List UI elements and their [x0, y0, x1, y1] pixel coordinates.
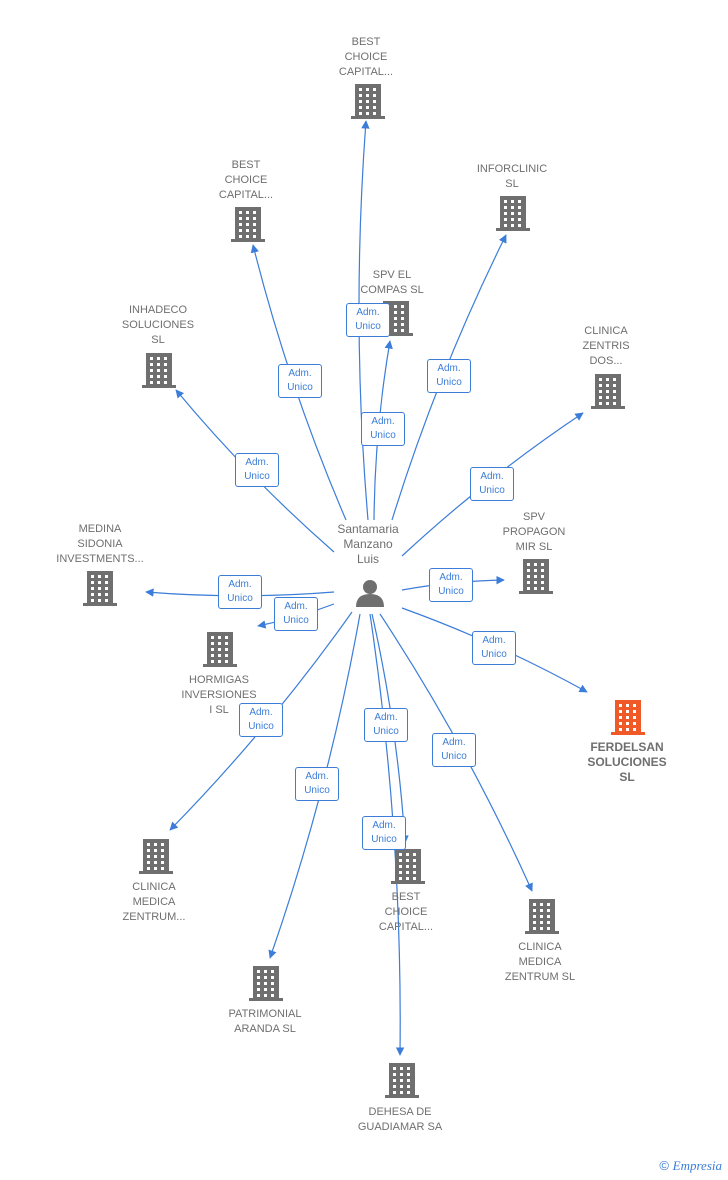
- relation-badge-ferdelsan[interactable]: Adm. Unico: [472, 631, 516, 665]
- relation-badge-best-choice-capital-left[interactable]: Adm. Unico: [278, 364, 322, 398]
- relation-badge-clinica-medica-zentrum-sl[interactable]: Adm. Unico: [432, 733, 476, 767]
- relation-badge-spv-el-compas[interactable]: Adm. Unico: [361, 412, 405, 446]
- copyright-symbol: ©: [659, 1158, 670, 1173]
- company-label-dehesa-de-guadiamar[interactable]: DEHESA DE GUADIAMAR SA: [357, 1106, 443, 1133]
- relation-badge-inforclinic[interactable]: Adm. Unico: [427, 359, 471, 393]
- copyright-mark: © Empresia: [659, 1158, 722, 1174]
- relation-badge-best-choice-capital-bottom[interactable]: Adm. Unico: [364, 708, 408, 742]
- building-icon-clinica-medica-zentrum-sl[interactable]: [525, 899, 559, 934]
- relation-badge-clinica-zentris[interactable]: Adm. Unico: [470, 467, 514, 501]
- relation-badge-patrimonial-aranda[interactable]: Adm. Unico: [295, 767, 339, 801]
- company-label-best-choice-capital-left[interactable]: BEST CHOICE CAPITAL...: [218, 159, 274, 201]
- building-icon-ferdelsan[interactable]: [611, 700, 645, 735]
- relation-badge-inhadeco[interactable]: Adm. Unico: [235, 453, 279, 487]
- company-label-best-choice-capital-top[interactable]: BEST CHOICE CAPITAL...: [338, 36, 394, 78]
- relation-badge-spv-propagon[interactable]: Adm. Unico: [429, 568, 473, 602]
- company-label-clinica-zentris[interactable]: CLINICA ZENTRIS DOS...: [582, 325, 630, 367]
- building-icon-clinica-medica-zentrum-left[interactable]: [139, 839, 173, 874]
- company-label-medina-sidonia[interactable]: MEDINA SIDONIA INVESTMENTS...: [56, 523, 144, 565]
- building-icon-patrimonial-aranda[interactable]: [249, 966, 283, 1001]
- brand-logo[interactable]: Empresia: [672, 1158, 722, 1173]
- company-label-clinica-medica-zentrum-left[interactable]: CLINICA MEDICA ZENTRUM...: [122, 881, 186, 923]
- building-icon-best-choice-capital-top[interactable]: [351, 84, 385, 119]
- buildings-layer: [83, 84, 645, 1098]
- company-label-spv-propagon[interactable]: SPV PROPAGON MIR SL: [502, 511, 566, 553]
- relation-badge-clinica-medica-zentrum-left[interactable]: Adm. Unico: [239, 703, 283, 737]
- building-icon-spv-propagon[interactable]: [519, 559, 553, 594]
- building-icon-hormigas[interactable]: [203, 632, 237, 667]
- building-icon-best-choice-capital-bottom[interactable]: [391, 849, 425, 884]
- relation-badge-best-choice-capital-top[interactable]: Adm. Unico: [346, 303, 390, 337]
- company-label-inforclinic[interactable]: INFORCLINIC SL: [476, 163, 548, 190]
- person-name-label[interactable]: Santamaria Manzano Luis: [337, 522, 399, 566]
- relation-badge-medina-sidonia[interactable]: Adm. Unico: [218, 575, 262, 609]
- company-label-patrimonial-aranda[interactable]: PATRIMONIAL ARANDA SL: [228, 1008, 302, 1035]
- company-label-hormigas[interactable]: HORMIGAS INVERSIONES I SL: [181, 674, 257, 716]
- relation-badge-hormigas[interactable]: Adm. Unico: [274, 597, 318, 631]
- company-label-clinica-medica-zentrum-sl[interactable]: CLINICA MEDICA ZENTRUM SL: [504, 941, 576, 983]
- company-label-ferdelsan[interactable]: FERDELSAN SOLUCIONES SL: [587, 740, 667, 784]
- relation-badge-dehesa-de-guadiamar[interactable]: Adm. Unico: [362, 816, 406, 850]
- building-icon-clinica-zentris[interactable]: [591, 374, 625, 409]
- company-label-best-choice-capital-bottom[interactable]: BEST CHOICE CAPITAL...: [378, 891, 434, 933]
- building-icon-medina-sidonia[interactable]: [83, 571, 117, 606]
- company-label-inhadeco[interactable]: INHADECO SOLUCIONES SL: [121, 304, 195, 346]
- person-icon[interactable]: [356, 580, 384, 607]
- building-icon-inhadeco[interactable]: [142, 353, 176, 388]
- building-icon-best-choice-capital-left[interactable]: [231, 207, 265, 242]
- building-icon-dehesa-de-guadiamar[interactable]: [385, 1063, 419, 1098]
- company-label-spv-el-compas[interactable]: SPV EL COMPAS SL: [360, 269, 424, 296]
- building-icon-inforclinic[interactable]: [496, 196, 530, 231]
